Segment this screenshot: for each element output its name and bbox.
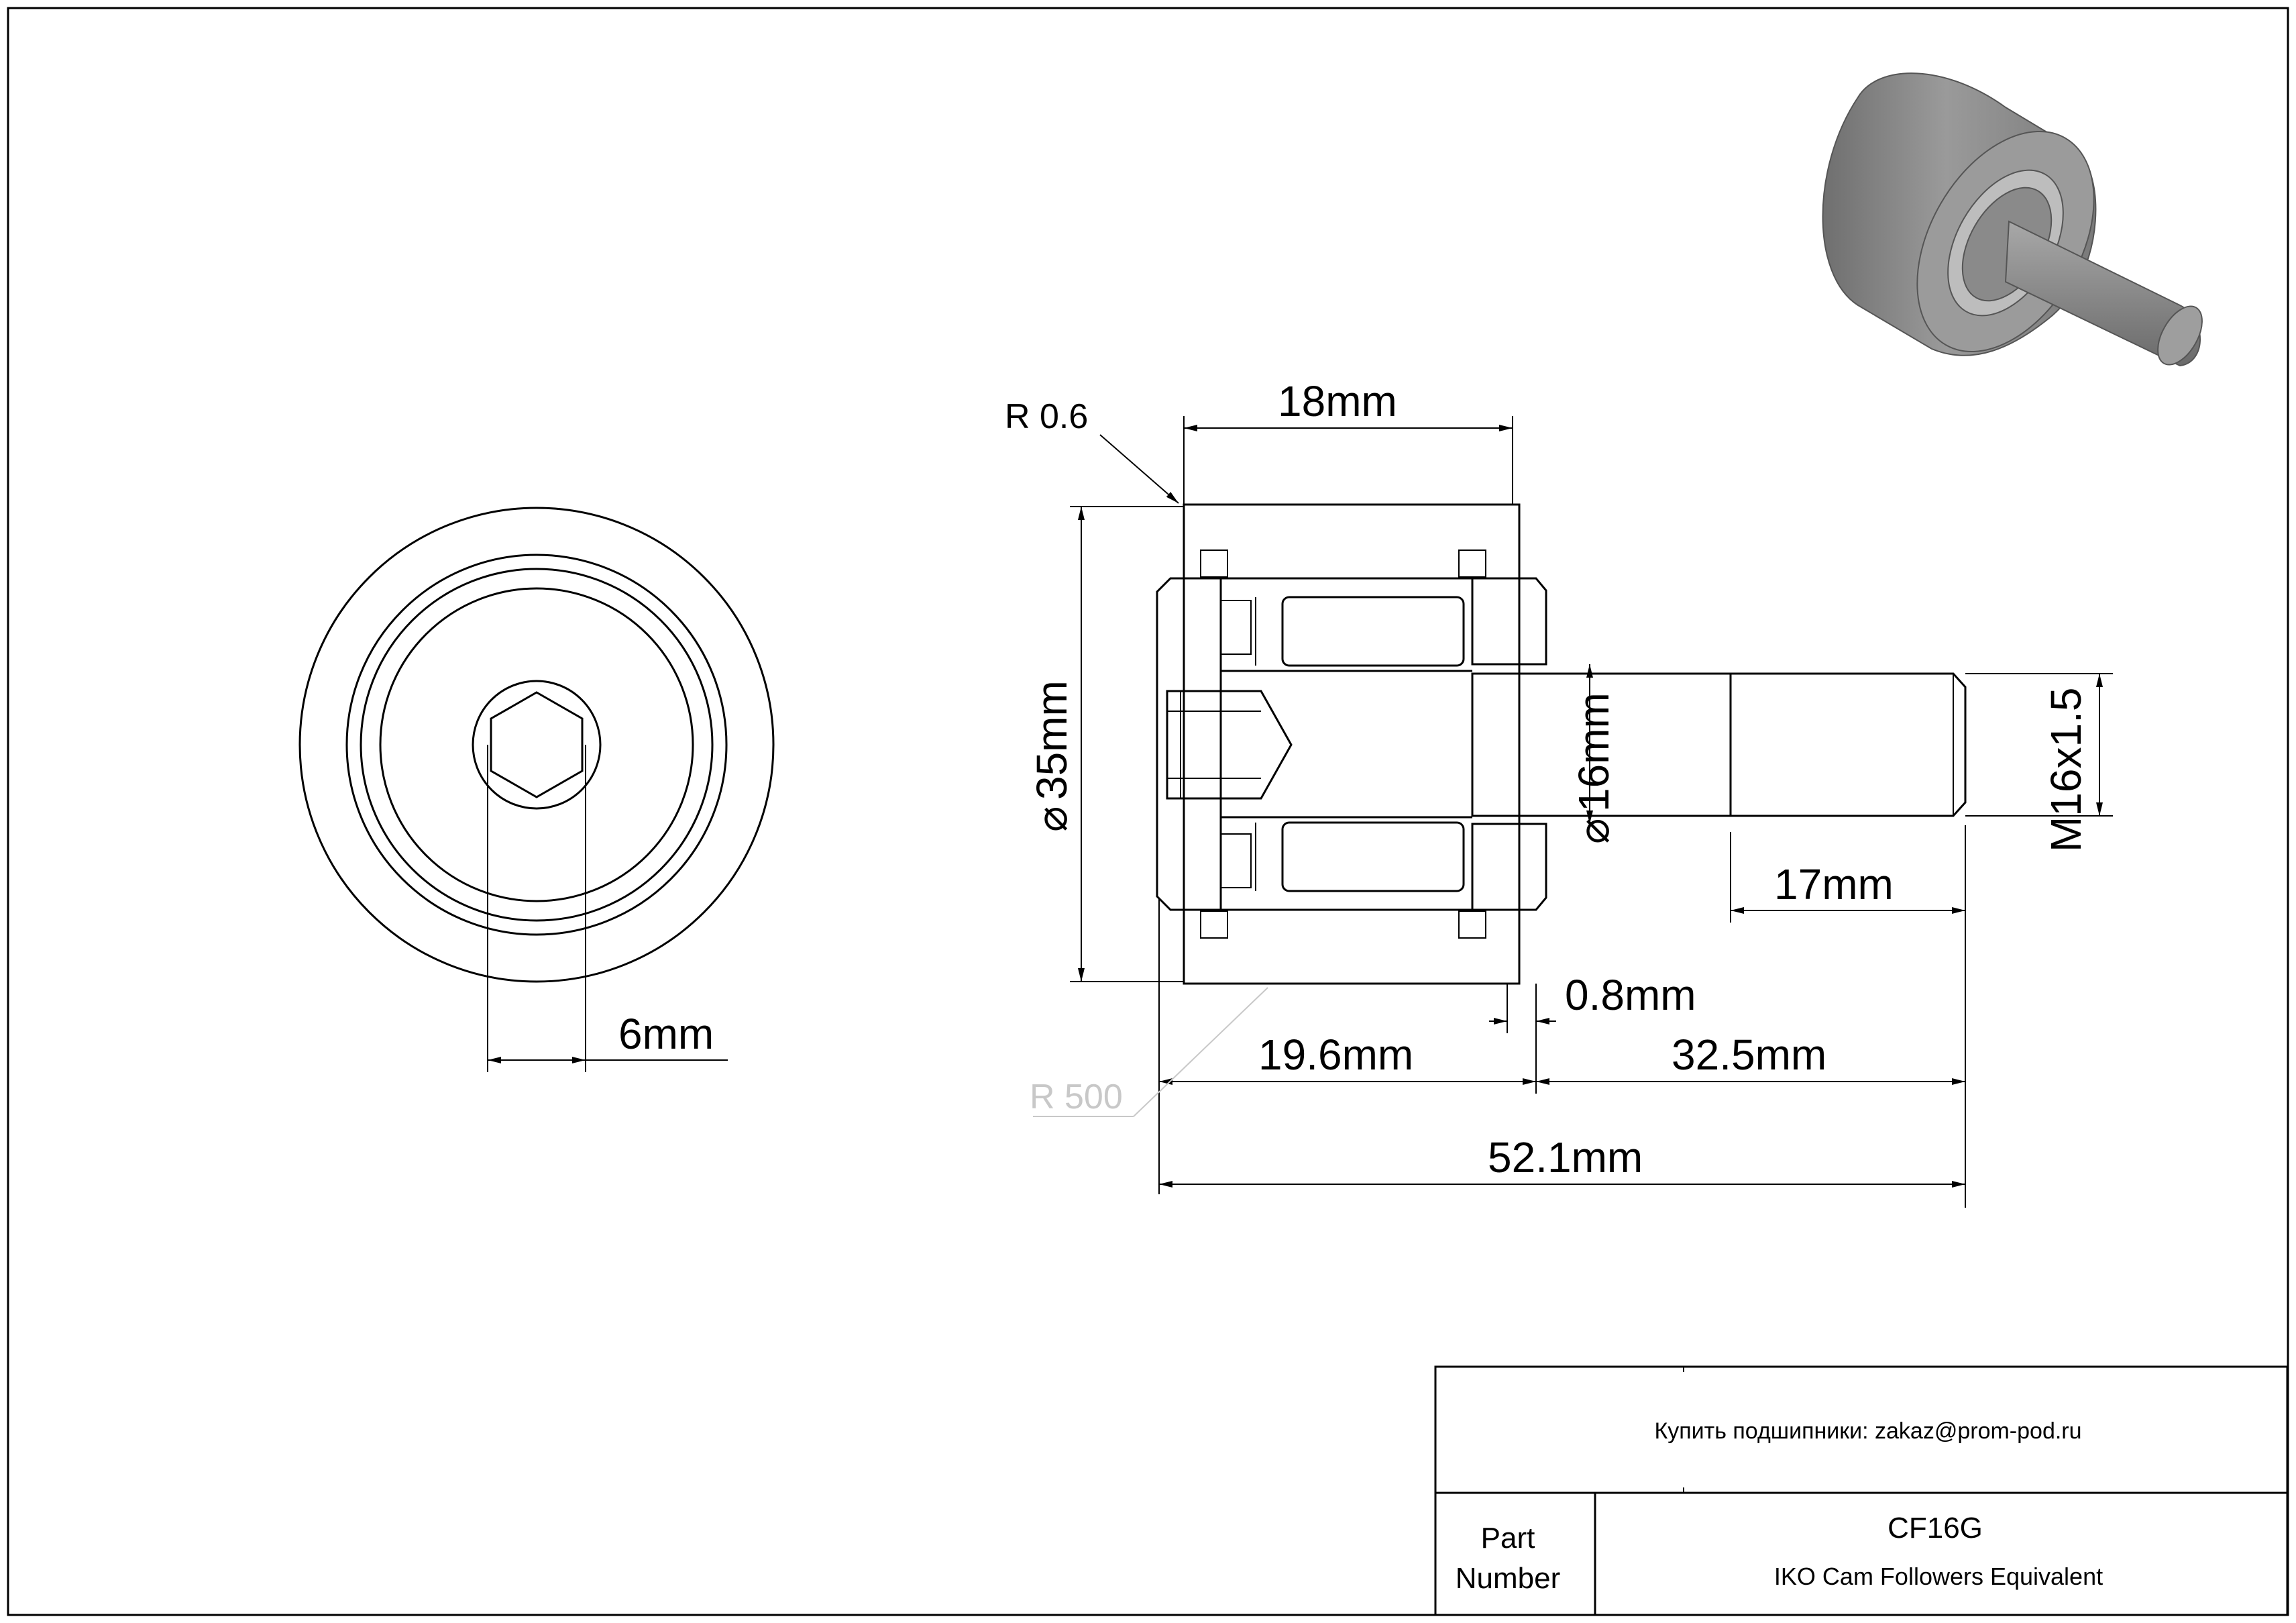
title-block: Купить подшипники: zakaz@prom-pod.ru Par…	[1434, 1365, 2289, 1616]
stud-head	[1156, 577, 1222, 911]
hex-socket-section	[1166, 690, 1293, 800]
snap-ring-top-right	[1458, 549, 1486, 578]
part-label-line1: Part	[1481, 1522, 1535, 1555]
front-ring-2	[360, 568, 714, 922]
needle-roller-bottom	[1281, 821, 1465, 892]
front-hex-circle	[472, 680, 602, 810]
front-outer-circle	[298, 507, 775, 983]
front-ring-3	[379, 587, 694, 902]
front-view: 6mm	[298, 507, 775, 1072]
width-label: 18mm	[1278, 377, 1397, 425]
part-number: CF16G	[1888, 1512, 1983, 1545]
outer-diameter-symbol: ⌀	[1028, 806, 1076, 832]
right-side-plate-top	[1471, 577, 1547, 666]
section-view: R 0.6 18mm ⌀ 35mm ⌀ 16mm M16x1.5	[1005, 377, 2113, 1208]
snap-ring-bottom-right	[1458, 910, 1486, 939]
outer-ring-top-section	[1183, 503, 1521, 580]
radius-top-label: R 0.6	[1005, 397, 1088, 436]
part-label-line2: Number	[1456, 1562, 1561, 1595]
stud-diameter-label: 16mm	[1570, 692, 1618, 812]
body-length-label: 19.6mm	[1258, 1031, 1413, 1079]
render-stud-end	[2157, 305, 2203, 366]
sheet-border	[7, 7, 2289, 1616]
isometric-render	[1822, 72, 2203, 367]
left-side-plate-top	[1220, 600, 1252, 655]
front-ring-1	[345, 554, 728, 936]
part-description: IKO Cam Followers Equivalent	[1774, 1563, 2103, 1590]
thread-label: M16x1.5	[2042, 688, 2090, 852]
overall-length-label: 52.1mm	[1488, 1133, 1643, 1182]
left-side-plate-bottom	[1220, 833, 1252, 888]
thread-length-label: 17mm	[1774, 860, 1894, 908]
title-block-frame	[1434, 1365, 2289, 1616]
stud-thread	[1729, 672, 1967, 817]
purchase-text: Купить подшипники: zakaz@prom-pod.ru	[1654, 1418, 2081, 1444]
snap-ring-bottom-left	[1200, 910, 1228, 939]
shoulder-label: 0.8mm	[1565, 971, 1696, 1019]
needle-roller-top	[1281, 596, 1465, 667]
outer-ring-bottom-section	[1183, 908, 1521, 985]
outer-diameter-label: 35mm	[1028, 680, 1076, 800]
snap-ring-top-left	[1200, 549, 1228, 578]
right-side-plate-bottom	[1471, 823, 1547, 911]
radius-bottom-label: R 500	[1030, 1078, 1123, 1116]
stud-diameter-symbol: ⌀	[1570, 818, 1618, 844]
hex-socket-icon	[490, 691, 584, 798]
stud-length-label: 32.5mm	[1672, 1031, 1826, 1079]
hex-width-label: 6mm	[618, 1010, 714, 1058]
